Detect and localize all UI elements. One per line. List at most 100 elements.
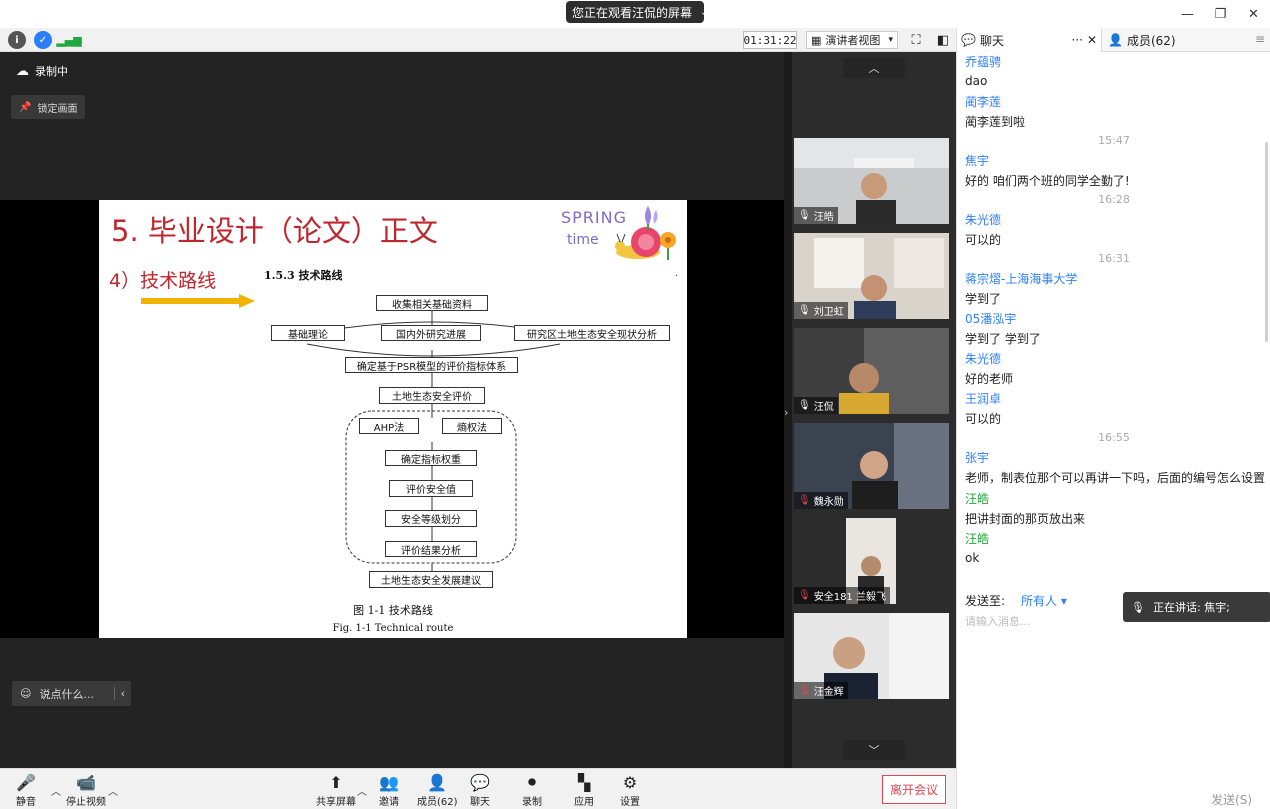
chat-messages[interactable]: 乔蕴骋 dao 蔺李莲 蔺李莲到啦 15:47 焦宇 好的 咱们两个班的同学全勤… bbox=[957, 52, 1270, 589]
chat-scrollbar[interactable] bbox=[1265, 142, 1268, 342]
message-text: 好的老师 bbox=[965, 372, 1014, 386]
message-sender: 张宇 bbox=[965, 451, 990, 465]
gallery-up-button[interactable]: ︿ bbox=[843, 58, 905, 78]
slide-dot: . bbox=[675, 268, 679, 279]
video-tile[interactable]: 🎙魏永勋 bbox=[794, 423, 949, 509]
info-icon[interactable]: i bbox=[8, 31, 26, 49]
mic-muted-icon: 🎙 bbox=[798, 495, 811, 506]
reaction-placeholder: 说点什么... bbox=[39, 687, 94, 701]
share-banner[interactable]: 您正在观看汪侃的屏幕 ⌄ bbox=[566, 1, 708, 23]
sidebar-toggle-icon[interactable]: ◧ bbox=[936, 32, 950, 48]
slide-viewport: 5. 毕业设计（论文）正文 SPRING time bbox=[0, 200, 784, 638]
tile-name-label: 魏永勋 bbox=[813, 497, 844, 508]
video-camera-icon: 📹 bbox=[76, 772, 96, 792]
chat-button[interactable]: 💬 聊天 bbox=[470, 771, 490, 809]
flow-box-suggest: 土地生态安全发展建议 bbox=[369, 571, 493, 588]
figure-caption-en: Fig. 1-1 Technical route bbox=[332, 623, 454, 634]
flow-box-collect: 收集相关基础资料 bbox=[376, 295, 488, 311]
reaction-input[interactable]: ☺ 说点什么... ‹ bbox=[12, 681, 131, 706]
members-label: 成员(62) bbox=[417, 797, 458, 808]
message-sender: 朱光德 bbox=[965, 352, 1002, 366]
tile-name: 🎙汪侃 bbox=[794, 397, 838, 414]
mic-icon: 🎙 bbox=[798, 400, 811, 411]
share-options-caret-icon[interactable]: ︿ bbox=[357, 787, 367, 798]
tile-name: 🎙刘卫虹 bbox=[794, 302, 848, 319]
shared-screen-area: ☁ 录制中 📌 锁定画面 5. 毕业设计（论文）正文 SPRING time bbox=[0, 52, 784, 768]
mute-button[interactable]: 🎤 静音 bbox=[16, 771, 36, 809]
gear-icon: ⚙ bbox=[622, 772, 638, 792]
flow-box-level: 安全等级划分 bbox=[385, 510, 477, 527]
chat-panel: 💬 聊天 ··· ✕ 👤 成员(62) ≡ 乔蕴骋 dao 蔺李莲 蔺李莲到啦 … bbox=[956, 28, 1270, 809]
apps-button[interactable]: ▚ 应用 bbox=[574, 771, 594, 809]
audio-options-caret-icon[interactable]: ︿ bbox=[51, 787, 61, 798]
tile-name-label: 汪侃 bbox=[813, 402, 834, 413]
chevron-right-icon[interactable]: › bbox=[784, 406, 789, 419]
message-sender: 焦宇 bbox=[965, 154, 990, 168]
message-sender: 蔺李莲 bbox=[965, 95, 1002, 109]
speaking-label: 正在讲话: 焦宇; bbox=[1152, 601, 1230, 614]
share-screen-button[interactable]: ⬆ 共享屏幕 bbox=[316, 771, 356, 809]
message-sender: 汪皓 bbox=[965, 532, 990, 546]
chevron-down-icon[interactable]: ⌄ bbox=[700, 6, 709, 18]
apps-label: 应用 bbox=[574, 797, 594, 808]
tile-name-label: 汪金辉 bbox=[813, 687, 844, 698]
chat-input[interactable] bbox=[965, 612, 1125, 630]
message-text: 蔺李莲到啦 bbox=[965, 115, 1026, 129]
maximize-button[interactable]: ❐ bbox=[1214, 6, 1227, 22]
view-mode-button[interactable]: ▦ 演讲者视图 ▾ bbox=[806, 31, 898, 49]
gallery-down-button[interactable]: ﹀ bbox=[843, 740, 905, 760]
status-icons: i ✓ ▂▄▆ bbox=[8, 31, 82, 49]
microphone-icon: 🎤 bbox=[16, 772, 36, 792]
tab-members[interactable]: 👤 成员(62) bbox=[1101, 28, 1251, 52]
chat-bubble-icon: 💬 bbox=[961, 33, 976, 47]
more-icon[interactable]: ··· bbox=[1071, 33, 1083, 47]
record-icon: ⏺ bbox=[527, 772, 536, 791]
video-tile[interactable]: 🎙汪皓 bbox=[794, 138, 949, 224]
stop-video-button[interactable]: 📹 停止视频 bbox=[66, 771, 106, 809]
video-tile[interactable]: 🎙刘卫虹 bbox=[794, 233, 949, 319]
message-text: 学到了 学到了 bbox=[965, 332, 1041, 346]
emoji-icon[interactable]: ☺ bbox=[20, 687, 32, 700]
message-time: 15:47 bbox=[1098, 134, 1130, 147]
send-to-dropdown[interactable]: 所有人 ▾ bbox=[1021, 592, 1067, 609]
video-tile[interactable]: 🎙安全181 兰毅飞 bbox=[794, 518, 949, 604]
flowchart: 收集相关基础资料 基础理论 国内外研究进展 研究区土地生态安全现状分析 确定基于… bbox=[99, 200, 687, 638]
figure-caption-cn: 图 1-1 技术路线 bbox=[353, 604, 433, 617]
tab-chat[interactable]: 💬 聊天 ··· ✕ bbox=[957, 28, 1101, 52]
send-to-selector: 发送至: 所有人 ▾ bbox=[965, 592, 1067, 609]
message-time: 16:55 bbox=[1098, 431, 1130, 444]
flow-box-status-analysis: 研究区土地生态安全现状分析 bbox=[514, 325, 670, 341]
tile-name-label: 安全181 兰毅飞 bbox=[813, 592, 886, 603]
flow-box-psr: 确定基于PSR模型的评价指标体系 bbox=[345, 357, 518, 373]
video-tile[interactable]: 🎙汪金辉 bbox=[794, 613, 949, 699]
settings-button[interactable]: ⚙ 设置 bbox=[620, 771, 640, 809]
shield-icon[interactable]: ✓ bbox=[34, 31, 52, 49]
chat-bubble-icon: 💬 bbox=[470, 772, 490, 792]
send-to-value: 所有人 bbox=[1021, 594, 1058, 608]
send-button[interactable]: 发送(S) bbox=[1211, 793, 1252, 807]
menu-icon[interactable]: ≡ bbox=[1254, 32, 1265, 46]
mic-icon: 🎙 bbox=[798, 210, 811, 221]
members-button[interactable]: 👤 成员(62) bbox=[417, 771, 458, 809]
gallery-handle[interactable]: › bbox=[784, 52, 792, 768]
invite-button[interactable]: 👥 邀请 bbox=[379, 771, 399, 809]
flow-box-research-progress: 国内外研究进展 bbox=[381, 325, 481, 341]
tile-name: 🎙魏永勋 bbox=[794, 492, 848, 509]
signal-icon[interactable]: ▂▄▆ bbox=[56, 33, 82, 47]
video-tile[interactable]: 🎙汪侃 bbox=[794, 328, 949, 414]
lock-screen-button[interactable]: 📌 锁定画面 bbox=[11, 95, 85, 119]
close-window-button[interactable]: ✕ bbox=[1248, 6, 1259, 22]
mute-label: 静音 bbox=[16, 797, 36, 808]
message-text: 可以的 bbox=[965, 412, 1002, 426]
record-button[interactable]: ⏺ 录制 bbox=[522, 771, 542, 808]
flow-box-result: 评价结果分析 bbox=[385, 541, 477, 557]
minimize-button[interactable]: — bbox=[1181, 6, 1194, 22]
close-icon[interactable]: ✕ bbox=[1086, 33, 1097, 47]
chevron-down-icon: ▾ bbox=[1060, 594, 1067, 608]
message-sender: 王润卓 bbox=[965, 392, 1002, 406]
video-options-caret-icon[interactable]: ︿ bbox=[108, 787, 118, 798]
collapse-chevron-icon[interactable]: ‹ bbox=[113, 687, 131, 700]
fullscreen-icon[interactable]: ⛶ bbox=[911, 32, 921, 48]
leave-meeting-button[interactable]: 离开会议 bbox=[882, 775, 946, 804]
